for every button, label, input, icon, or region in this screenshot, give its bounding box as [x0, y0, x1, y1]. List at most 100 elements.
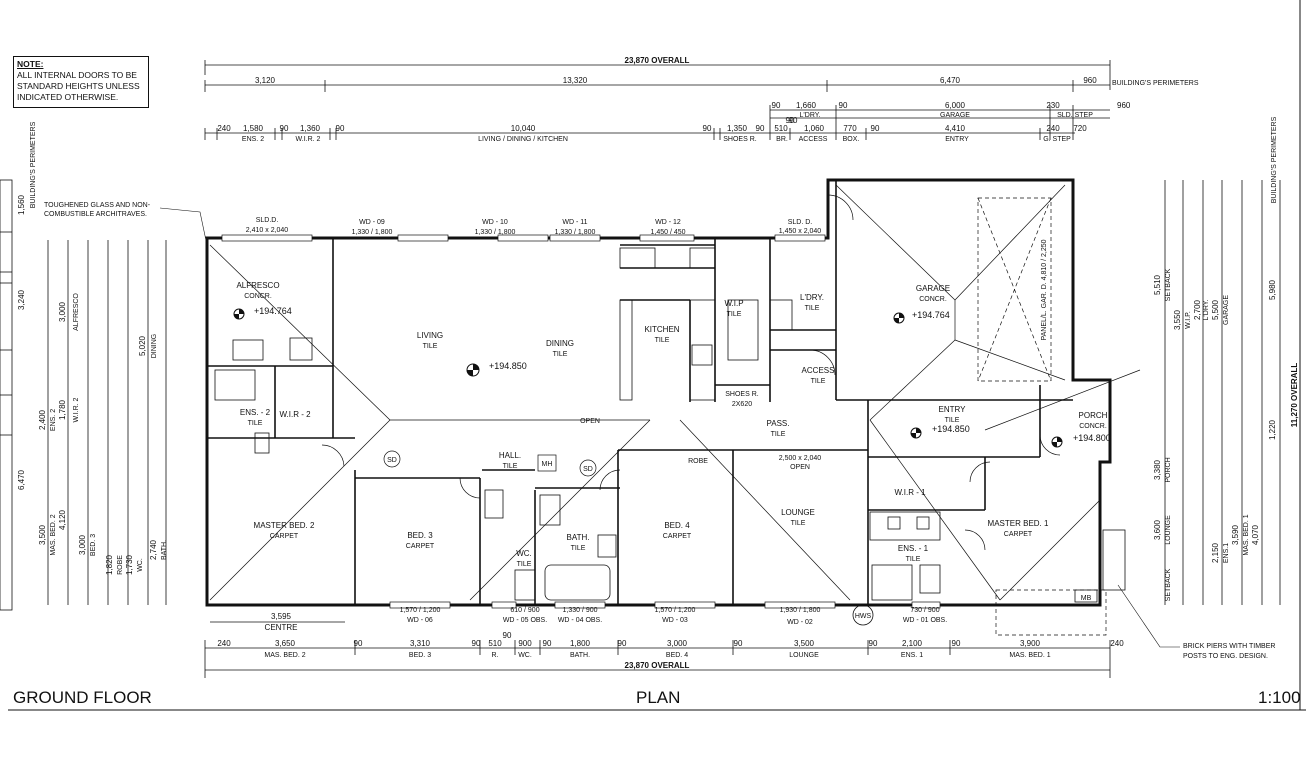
room-finish: TILE: [727, 311, 742, 318]
dim-text: 90: [503, 631, 512, 640]
dim-text: 1,660: [796, 101, 817, 110]
room-finish: CARPET: [663, 533, 692, 540]
dim-text: 3,000: [58, 301, 67, 322]
dim-text: 2,700: [1193, 299, 1202, 320]
dim-text: 90: [869, 639, 878, 648]
dim-text: 1,820: [105, 554, 114, 575]
internal-walls: [207, 180, 1073, 605]
room-name: MASTER BED. 2: [254, 521, 315, 530]
dim-text: 5,500: [1211, 299, 1220, 320]
room-name: ENS. - 2: [240, 408, 271, 417]
room-finish: CONCR.: [919, 296, 947, 303]
window-tag: WD - 05 OBS.: [503, 617, 547, 624]
dim-text: 1,780: [58, 399, 67, 420]
roof-lines: [209, 184, 1141, 601]
drawing-title-left: GROUND FLOOR: [13, 688, 152, 707]
room-finish: CONCR.: [1079, 423, 1107, 430]
dim-text: 6,000: [945, 101, 966, 110]
dim-label: W.I.P.: [1185, 311, 1192, 329]
dim-text: 3,240: [17, 289, 26, 310]
dim-label: WC.: [518, 652, 532, 659]
dim-label: ENTRY: [945, 136, 969, 143]
dim-label: L'DRY.: [1203, 299, 1210, 320]
perimeter-label: BUILDING'S PERIMETERS: [30, 121, 37, 208]
dim-label: MAS. BED. 2: [50, 514, 57, 555]
room-finish: TILE: [655, 337, 670, 344]
room-name: ENS. - 1: [898, 544, 929, 553]
dim-text: 900: [518, 639, 532, 648]
room-finish: CONCR.: [244, 293, 272, 300]
dim-text: 510: [774, 124, 788, 133]
level-text: +194.850: [932, 424, 970, 434]
dim-text: 230: [1046, 101, 1060, 110]
room-name: KITCHEN: [644, 325, 679, 334]
window-size: 1,330 / 1,800: [352, 229, 393, 236]
dim-label: MAS. BED. 2: [264, 652, 305, 659]
dim-label: SETBACK: [1165, 268, 1172, 301]
drawing-title-center: PLAN: [636, 688, 681, 707]
dim-text: 1,730: [125, 554, 134, 575]
window-tag: WD - 09: [359, 219, 385, 226]
room-finish: TILE: [791, 520, 806, 527]
room-finish: TILE: [517, 561, 532, 568]
room-name: LOUNGE: [781, 508, 815, 517]
dim-label: PORCH: [1165, 457, 1172, 482]
dim-text: 3,000: [78, 534, 87, 555]
dim-text: 240: [1110, 639, 1124, 648]
room-name: W.I.R - 2: [279, 410, 311, 419]
door-swings: [321, 194, 1061, 551]
window-tag: WD - 03: [662, 617, 688, 624]
dim-text: 1,560: [17, 194, 26, 215]
room-finish: TILE: [571, 545, 586, 552]
room-finish: TILE: [811, 378, 826, 385]
dim-label: ENS. 2: [242, 136, 264, 143]
room-name: W.I.P: [724, 299, 743, 308]
dim-text: 5,510: [1153, 274, 1162, 295]
fixtures: [214, 247, 1126, 626]
dim-label: DINING: [151, 334, 158, 359]
open-label: OPEN: [580, 418, 600, 425]
window-size: 1,570 / 1,200: [655, 607, 696, 614]
dim-label: ENS. 2: [50, 409, 57, 431]
dim-label: BATH.: [570, 652, 590, 659]
dim-label: W.I.R. 2: [73, 397, 80, 422]
dim-text: 90: [871, 124, 880, 133]
note-line: STANDARD HEIGHTS UNLESS: [17, 81, 140, 91]
window-tag: SLD.D.: [256, 217, 279, 224]
smoke-detector-label: SD: [583, 466, 593, 473]
window-tag: WD - 01 OBS.: [903, 617, 947, 624]
dim-text: 90: [336, 124, 345, 133]
right-overall-dim: 11,270 OVERALL: [1290, 363, 1299, 428]
dim-text: 1,350: [727, 124, 748, 133]
note-line: INDICATED OTHERWISE.: [17, 92, 119, 102]
dim-label: WC.: [137, 558, 144, 572]
note-heading: NOTE:: [17, 59, 44, 69]
room-name: PORCH: [1079, 411, 1108, 420]
dim-text: 3,900: [1020, 639, 1041, 648]
dim-label: ACCESS: [799, 136, 828, 143]
perimeter-label: BUILDING'S PERIMETERS: [1112, 80, 1199, 87]
shoes-room-size: 2X620: [732, 401, 752, 408]
external-walls: [205, 178, 1112, 607]
dim-label: SLD. STEP: [1057, 112, 1093, 119]
room-finish: TILE: [906, 556, 921, 563]
dim-label: ENS.1: [1223, 543, 1230, 563]
dim-label: LOUNGE: [1165, 515, 1172, 545]
dim-text: 4,410: [945, 124, 966, 133]
room-finish: CARPET: [270, 533, 299, 540]
hws-label: HWS: [855, 613, 872, 620]
level-text: +194.800: [1073, 433, 1111, 443]
room-name: MASTER BED. 1: [988, 519, 1049, 528]
room-name: BED. 3: [407, 531, 433, 540]
dim-label: BATH.: [161, 540, 168, 560]
garage-door-label: PANEL/L. GAR. D. 4,810 / 2,250: [1041, 239, 1048, 340]
dim-label: LOUNGE: [789, 652, 819, 659]
dim-label: R.: [492, 652, 499, 659]
dim-text: 5,980: [1268, 279, 1277, 300]
dim-text: 3,590: [1231, 524, 1240, 545]
window-size: 610 / 900: [510, 607, 539, 614]
glass-note: TOUGHENED GLASS AND NON-: [44, 202, 151, 209]
note-line: ALL INTERNAL DOORS TO BE: [17, 70, 137, 80]
room-name: W.I.R - 1: [894, 488, 926, 497]
